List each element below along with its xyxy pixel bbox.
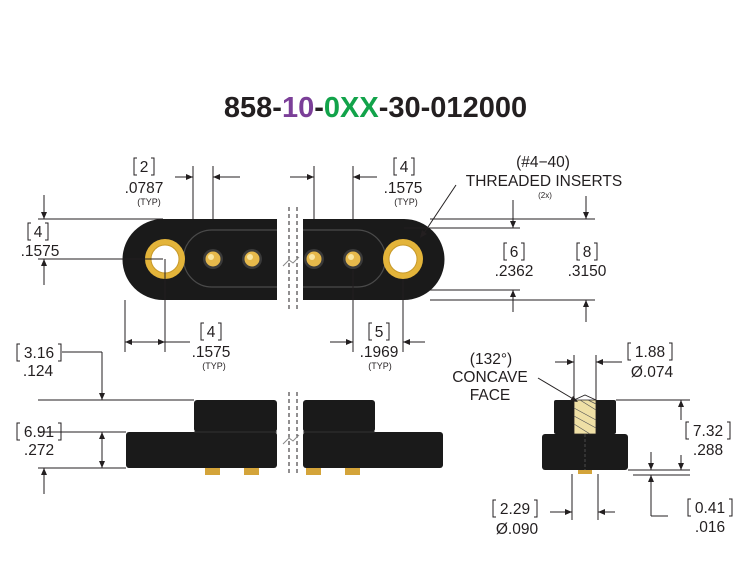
end-view: [542, 394, 628, 474]
side-dimension-text: 3.16 .124 6.91 .272: [16, 343, 62, 459]
title-part-suffix: -30-012000: [378, 92, 528, 124]
dim-5mm: 5: [375, 324, 384, 341]
dim-0-41mm: 0.41: [695, 500, 725, 517]
face-label: FACE: [470, 387, 510, 404]
dim-typ-1: (TYP): [137, 197, 161, 207]
side-dimension-lines: [38, 351, 194, 494]
dim-074dia: Ø.074: [631, 364, 674, 381]
title-part-positions: 10: [281, 92, 315, 124]
part-number-title: 858-10-0XX-30-012000: [0, 92, 751, 125]
side-view: [126, 392, 443, 475]
top-body-left: [122, 219, 278, 300]
dim-3-16mm: 3.16: [24, 345, 54, 362]
break-symbol: [282, 256, 300, 267]
dim-1575in-left: .1575: [21, 243, 60, 260]
dim-124in: .124: [23, 363, 54, 380]
dim-3150in: .3150: [568, 263, 607, 280]
dim-4mm-left: 4: [34, 224, 43, 241]
dim-2362in: .2362: [495, 263, 534, 280]
title-part-dash: -: [314, 92, 324, 124]
dim-272in: .272: [24, 442, 54, 459]
insert-label: THREADED INSERTS: [466, 173, 622, 190]
top-dimension-text: 2 .0787 (TYP) 4 .1575 (TYP) (#4−40) THRE…: [21, 154, 623, 371]
concave-label: CONCAVE: [452, 369, 528, 386]
dim-6-91mm: 6.91: [24, 424, 54, 441]
end-dimension-lines: [537, 355, 690, 520]
insert-qty: (2x): [538, 191, 552, 200]
dim-6mm: 6: [510, 244, 519, 261]
concave-angle: (132°): [470, 351, 512, 368]
pin-contacts: [203, 249, 363, 269]
dim-4mm-top: 4: [400, 159, 409, 176]
title-part-series: 858-: [223, 92, 282, 124]
dim-016in: .016: [695, 519, 725, 536]
dim-8mm: 8: [583, 244, 592, 261]
insert-hole-right: [388, 244, 418, 274]
dim-2-29mm: 2.29: [500, 501, 530, 518]
dim-4mm-bottom: 4: [207, 324, 216, 341]
dim-1575in-bottom: .1575: [192, 344, 231, 361]
top-dimension-lines: [38, 166, 595, 352]
end-dimension-text: (132°) CONCAVE FACE 1.88 Ø.074 7.32 .288…: [452, 342, 733, 538]
dim-typ-2: (TYP): [394, 197, 418, 207]
dim-7-32mm: 7.32: [693, 423, 723, 440]
insert-thread-size: (#4−40): [516, 154, 570, 171]
dim-1969in: .1969: [360, 344, 399, 361]
dim-0787in: .0787: [125, 180, 164, 197]
dim-2mm: 2: [140, 159, 149, 176]
dim-typ-4: (TYP): [368, 361, 392, 371]
top-view: [122, 207, 445, 310]
dim-typ-3: (TYP): [202, 361, 226, 371]
dim-090dia: Ø.090: [496, 521, 539, 538]
dim-288in: .288: [693, 442, 723, 459]
dim-1-88mm: 1.88: [635, 344, 665, 361]
title-part-pins: 0XX: [323, 92, 379, 124]
top-body-right: [303, 219, 445, 300]
dim-1575in-top: .1575: [384, 180, 423, 197]
